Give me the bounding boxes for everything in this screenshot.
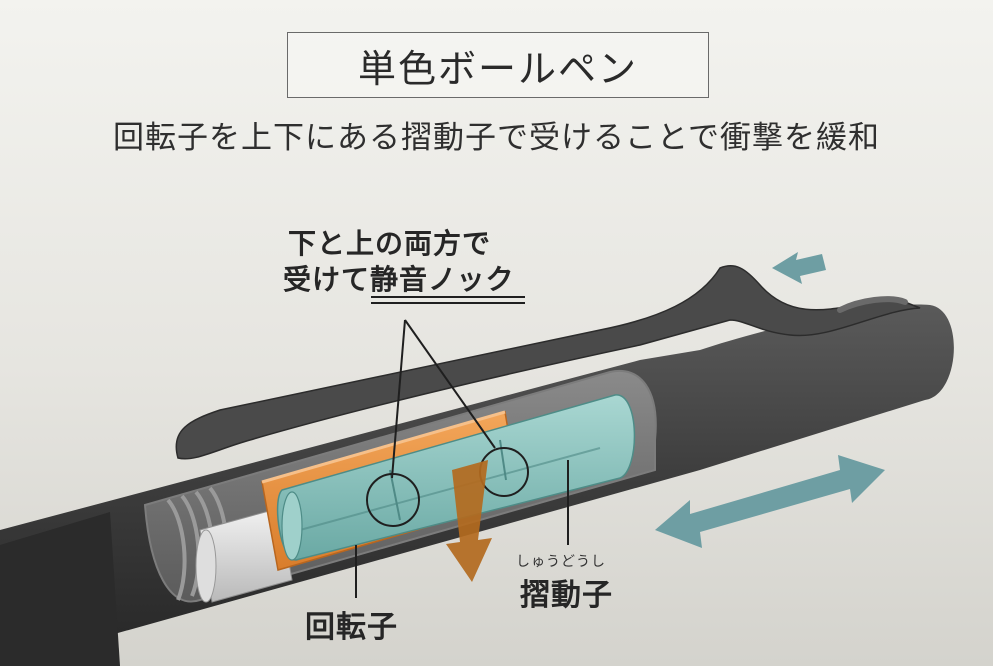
slide-double-arrow bbox=[655, 455, 885, 548]
rotor-label: 回転子 bbox=[305, 610, 398, 645]
impact-down-arrow bbox=[446, 460, 492, 582]
lower-contact-circle bbox=[366, 473, 420, 527]
knock-arrow-left bbox=[772, 252, 826, 284]
sliding-label: 摺動子 bbox=[520, 578, 613, 613]
title: 単色ボールペン bbox=[357, 46, 638, 91]
callout-line1: 下と上の両方で bbox=[288, 227, 492, 260]
pen-clip bbox=[175, 264, 921, 460]
subtitle: 回転子を上下にある摺動子で受けることで衝撃を緩和 bbox=[112, 120, 881, 156]
title-box: 単色ボールペン bbox=[287, 32, 709, 98]
callout-emphasis: 静音ノック bbox=[370, 263, 515, 296]
callout-pointers bbox=[355, 296, 569, 598]
callout-line2: 受けて静音ノック bbox=[283, 258, 514, 298]
callout-prefix: 受けて bbox=[283, 263, 371, 296]
sliding-ruby: しゅうどうし bbox=[516, 554, 606, 570]
